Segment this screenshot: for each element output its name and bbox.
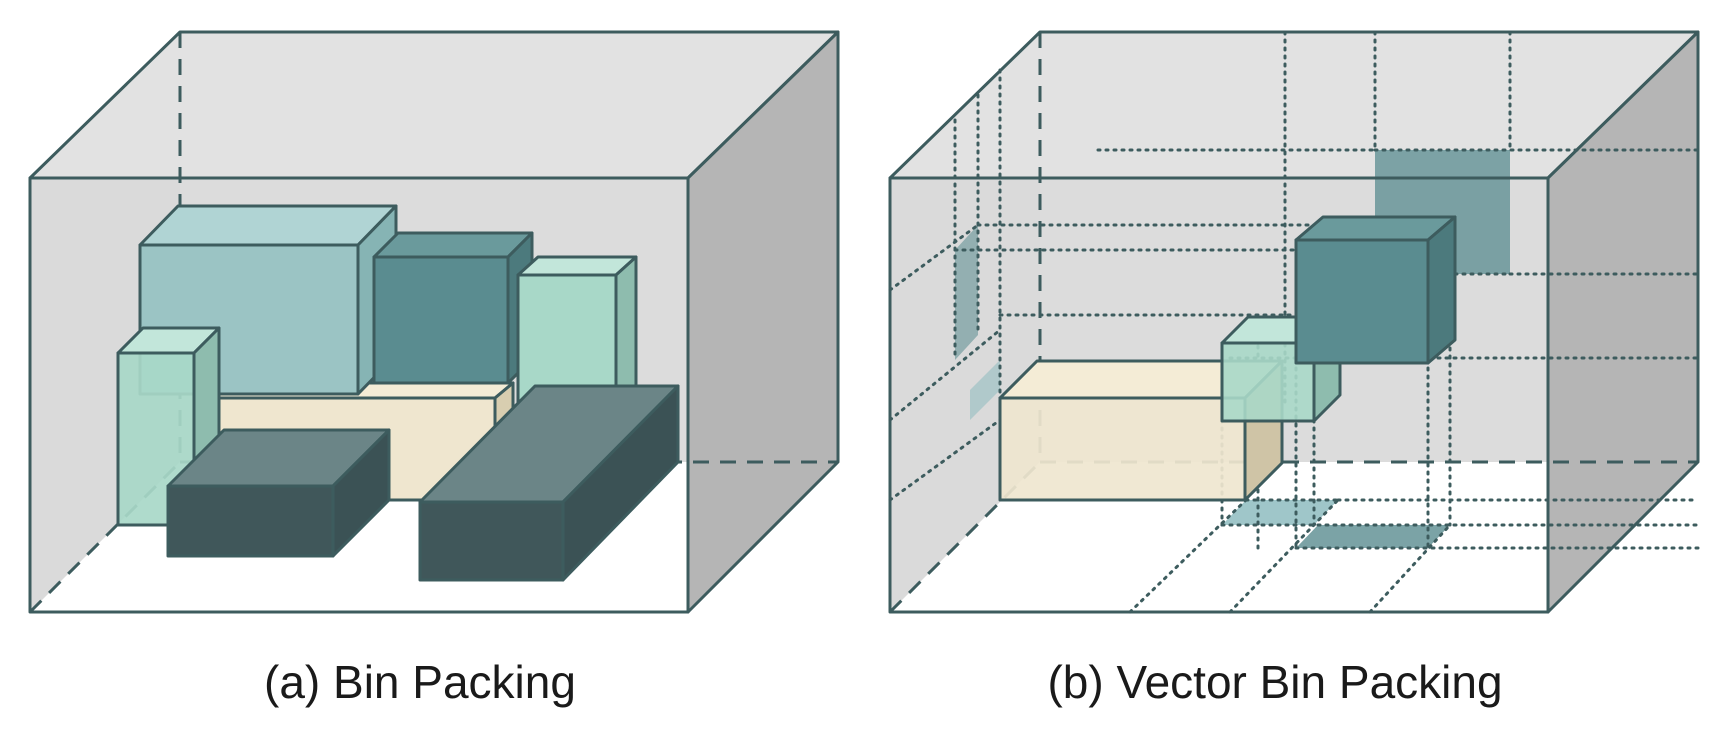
caption-vector-bin-packing: (b) Vector Bin Packing [1047, 656, 1503, 708]
panel-b-projections [888, 30, 1700, 614]
panel-b-floor-projection-1 [1222, 500, 1338, 525]
panel-a-slate-box-right [418, 384, 680, 582]
panel-b-bin-front [888, 176, 1550, 614]
panel-b-left-projection-1 [955, 225, 978, 360]
panel-b-left-projection-2 [970, 360, 1000, 420]
caption-bin-packing: (a) Bin Packing [264, 656, 576, 708]
panel-a-bin-front [28, 176, 690, 614]
panel-b-floor-projection-2 [1296, 525, 1450, 548]
panel-a-light-teal-box-right [516, 255, 638, 408]
panel-b-dark-teal-box [1294, 215, 1457, 365]
panel-a-slate-box-left [166, 428, 391, 558]
panel-a-dark-teal-box [372, 231, 534, 385]
panel-a-items [116, 204, 680, 582]
panel-b-items [998, 215, 1457, 502]
